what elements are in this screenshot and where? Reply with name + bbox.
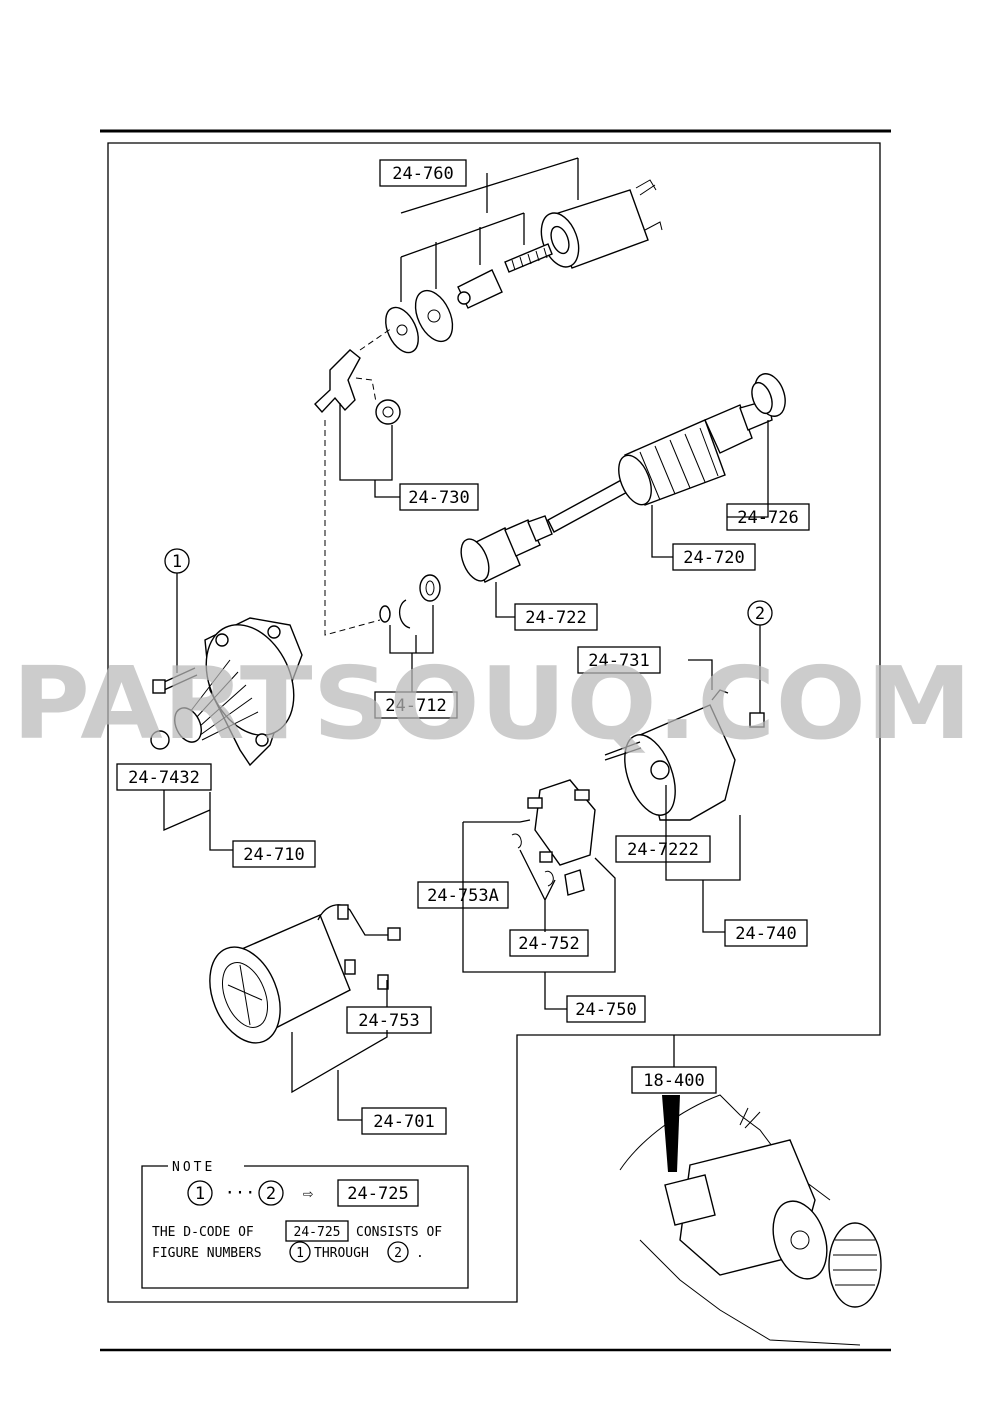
note-line2-to: 2 <box>394 1246 402 1261</box>
svg-text:24-7222: 24-7222 <box>627 840 699 860</box>
armature-drawing <box>547 399 773 533</box>
svg-text:24-740: 24-740 <box>735 924 796 944</box>
svg-text:24-752: 24-752 <box>518 934 579 954</box>
label-24-760: 24-760 <box>379 159 467 187</box>
label-24-701: 24-701 <box>361 1107 447 1135</box>
note-to: 2 <box>266 1184 276 1204</box>
note-line2-mid: THROUGH <box>314 1246 369 1261</box>
installed-starter-drawing <box>619 1094 882 1346</box>
svg-text:24-760: 24-760 <box>392 164 453 184</box>
note-line1-code: 24-725 <box>294 1225 341 1240</box>
label-24-753: 24-753 <box>346 1006 432 1034</box>
leader-lines <box>163 157 769 1121</box>
note-code: 24-725 <box>347 1184 408 1204</box>
label-24-722: 24-722 <box>514 603 598 631</box>
svg-text:18-400: 18-400 <box>643 1071 704 1091</box>
rear-cover-drawing <box>604 689 765 821</box>
svg-text:24-722: 24-722 <box>525 608 586 628</box>
note-line1-b: CONSISTS OF <box>356 1225 442 1240</box>
svg-text:24-710: 24-710 <box>243 845 304 865</box>
pinion-drawing <box>460 515 553 583</box>
label-24-712: 24-712 <box>374 691 458 719</box>
note-line1-a: THE D-CODE OF <box>152 1225 254 1240</box>
note-dots: ··· <box>225 1183 256 1203</box>
label-18-400: 18-400 <box>631 1066 717 1094</box>
label-24-750: 24-750 <box>566 995 646 1023</box>
drive-lever-drawing <box>314 327 401 425</box>
note-title: NOTE <box>172 1160 215 1175</box>
note-line2-end: . <box>416 1246 424 1261</box>
note-from: 1 <box>195 1184 205 1204</box>
note-line2-a: FIGURE NUMBERS <box>152 1246 262 1261</box>
svg-text:24-730: 24-730 <box>408 488 469 508</box>
svg-text:1: 1 <box>172 552 182 572</box>
label-24-7222: 24-7222 <box>615 835 711 863</box>
svg-text:24-753: 24-753 <box>358 1011 419 1031</box>
plates-drawing <box>385 289 454 354</box>
svg-text:24-701: 24-701 <box>373 1112 434 1132</box>
marker-2: 2 <box>747 600 773 626</box>
svg-text:24-720: 24-720 <box>683 548 744 568</box>
washer-726-drawing <box>751 373 786 417</box>
label-24-730: 24-730 <box>399 483 479 511</box>
svg-text:24-712: 24-712 <box>385 696 446 716</box>
svg-text:24-7432: 24-7432 <box>128 768 200 788</box>
note-line2-from: 1 <box>296 1246 304 1261</box>
svg-text:24-726: 24-726 <box>737 508 798 528</box>
label-24-753A: 24-753A <box>417 881 509 909</box>
label-24-740: 24-740 <box>724 919 808 947</box>
note-arrow: ⇨ <box>303 1184 314 1204</box>
bolt-drawing <box>152 667 198 694</box>
solenoid-drawing <box>457 179 663 309</box>
pointer-arrow <box>662 1095 680 1172</box>
marker-1: 1 <box>164 548 190 574</box>
label-24-752: 24-752 <box>509 929 589 957</box>
label-24-7432: 24-7432 <box>116 763 212 791</box>
svg-text:24-753A: 24-753A <box>427 886 499 906</box>
svg-text:24-750: 24-750 <box>575 1000 636 1020</box>
label-24-720: 24-720 <box>672 543 756 571</box>
note-box: NOTE 1 ··· 2 ⇨ 24-725 THE D-CODE OF 24-7… <box>141 1160 469 1289</box>
label-24-710: 24-710 <box>232 840 316 868</box>
watermark: PARTSOUQ.COM <box>12 645 972 762</box>
front-housing-drawing <box>150 617 303 767</box>
label-24-731: 24-731 <box>577 646 661 674</box>
svg-text:2: 2 <box>755 604 765 624</box>
stop-ring-drawing <box>324 420 441 636</box>
brush-holder-drawing <box>511 779 596 896</box>
diagram-frame <box>107 142 881 1303</box>
label-24-726: 24-726 <box>726 503 810 531</box>
yoke-drawing <box>209 904 401 1044</box>
svg-text:24-731: 24-731 <box>588 651 649 671</box>
